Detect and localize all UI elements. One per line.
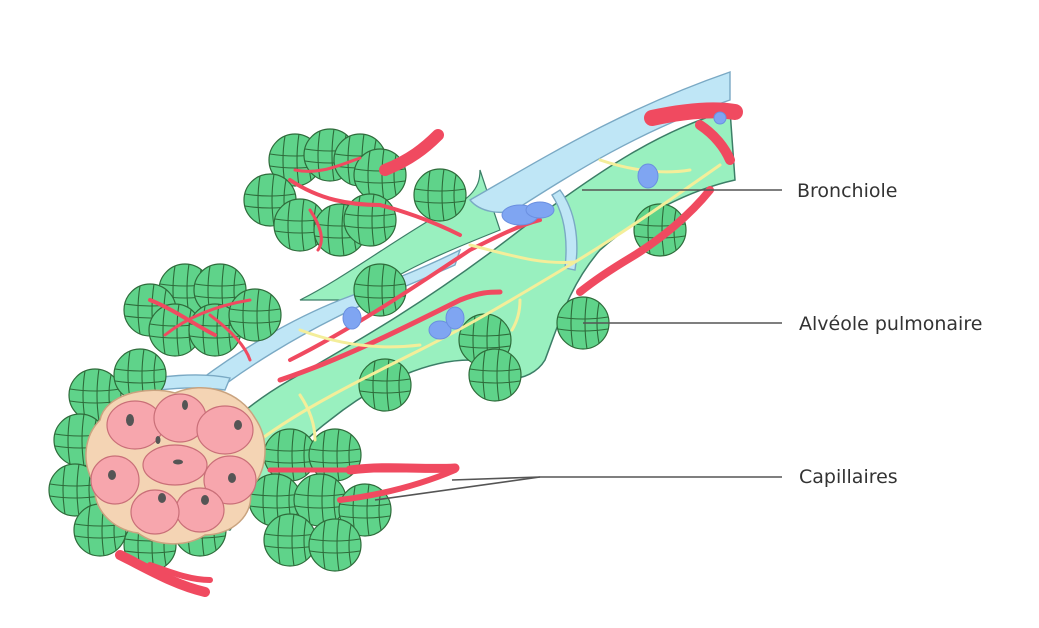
label-alveole-pulmonaire: Alvéole pulmonaire	[799, 313, 982, 335]
leader-lines	[374, 189, 782, 501]
blood-vessels	[115, 102, 743, 597]
blue-blobs	[342, 111, 727, 340]
label-capillaires: Capillaires	[799, 466, 898, 488]
label-bronchiole: Bronchiole	[797, 180, 897, 202]
bronchiole-cross-section	[85, 387, 266, 545]
leader-capillaires-branch-1	[451, 476, 541, 481]
leader-capillaires-branch-2	[374, 476, 541, 501]
